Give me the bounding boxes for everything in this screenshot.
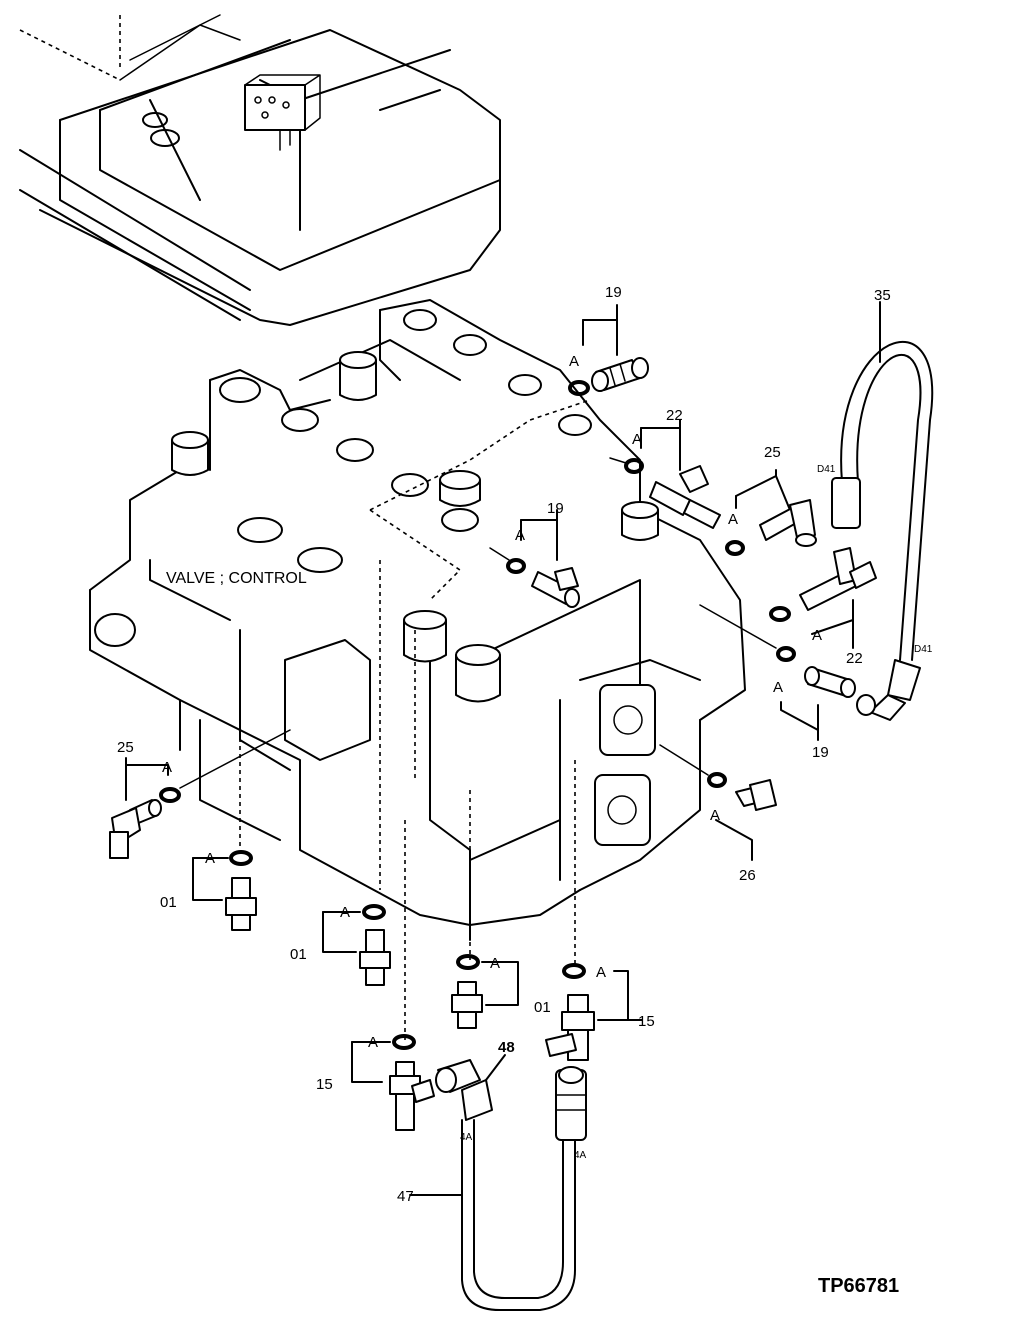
seal-letter-25-right: A (728, 511, 738, 528)
part-19-top (568, 304, 649, 396)
seal-letter-25-left: A (162, 759, 172, 776)
part-15-right (545, 963, 643, 1061)
callout-48: 48 (498, 1039, 515, 1056)
seal-letter-19-top: A (569, 353, 579, 370)
spool-caps (94, 351, 659, 703)
part-48-elbow (435, 1054, 506, 1121)
part-25-left (109, 729, 291, 859)
hose-47-end-label-left: 4A (460, 1132, 473, 1143)
machine-location-inset (19, 14, 501, 326)
control-valve-body (89, 299, 746, 1040)
seal-letter-01-b: A (340, 904, 350, 921)
callout-15-right: 15 (638, 1013, 655, 1030)
callout-19-mid: 19 (547, 500, 564, 517)
figure-id: TP66781 (818, 1275, 899, 1297)
callout-19-top: 19 (605, 284, 622, 301)
seal-letter-26: A (710, 807, 720, 824)
callout-01-a: 01 (160, 894, 177, 911)
callout-01-c: 01 (534, 999, 551, 1016)
valve-control-label: VALVE ; CONTROL (166, 570, 307, 587)
callout-25-left: 25 (117, 739, 134, 756)
callout-26: 26 (739, 867, 756, 884)
part-01-b (322, 904, 391, 986)
seal-letter-22-top: A (632, 431, 642, 448)
seal-letter-01-a: A (205, 850, 215, 867)
part-01-c (451, 954, 519, 1029)
hose-35-end-label-bottom: D41 (914, 644, 933, 655)
callout-25-right: 25 (764, 444, 781, 461)
hose-47 (409, 1066, 587, 1311)
callout-19-right: 19 (812, 744, 829, 761)
part-25-right (725, 469, 817, 556)
hose-35-end-label-top: D41 (817, 464, 836, 475)
seal-letter-19-mid: A (515, 527, 525, 544)
part-26-plug (659, 744, 777, 861)
callout-47: 47 (397, 1188, 414, 1205)
part-15-left (351, 1034, 435, 1131)
callout-01-b: 01 (290, 946, 307, 963)
seal-letter-22-right: A (812, 627, 822, 644)
part-01-a (192, 850, 257, 931)
seal-letter-15-left: A (368, 1034, 378, 1051)
part-22-top (609, 419, 721, 529)
seal-letter-15-right: A (596, 964, 606, 981)
hose-47-end-label-right: 4A (574, 1150, 587, 1161)
part-22-right (769, 547, 877, 649)
callout-35: 35 (874, 287, 891, 304)
seal-letter-19-right: A (773, 679, 783, 696)
hose-35 (831, 301, 934, 721)
callout-22-top: 22 (666, 407, 683, 424)
part-19-right (699, 604, 856, 741)
callout-15-left: 15 (316, 1076, 333, 1093)
seal-letter-01-c: A (490, 955, 500, 972)
part-19-mid (489, 509, 580, 608)
callout-22-right: 22 (846, 650, 863, 667)
